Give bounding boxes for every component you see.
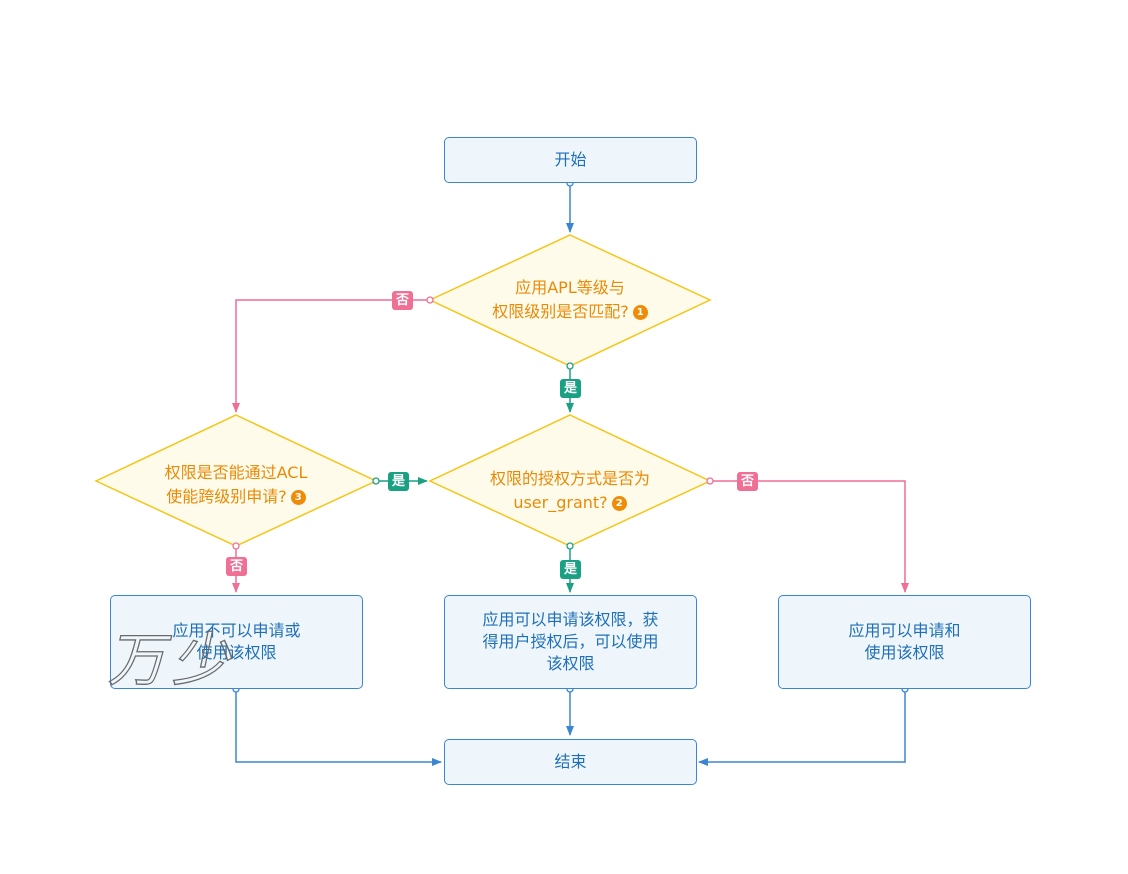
result-cannot-node: 应用不可以申请或 使用该权限 [110,595,363,689]
decision3-line1: 权限是否能通过ACL [164,463,308,482]
decision2-line1: 权限的授权方式是否为 [489,469,650,488]
decision2-line2-wrap: user_grant?2 [513,491,627,515]
tag-decision1-yes: 是 [560,379,581,398]
decision1-line2-wrap: 权限级别是否匹配?1 [492,300,648,324]
decision3-line2-wrap: 使能跨级别申请?3 [166,485,306,509]
decision3-line2: 使能跨级别申请? [166,487,287,506]
result-user-grant-line3: 该权限 [546,654,595,673]
tag-decision3-yes: 是 [388,472,409,491]
edge-decision1-no [232,299,430,413]
result-user-grant-node: 应用可以申请该权限，获 得用户授权后，可以使用 该权限 [444,595,697,689]
decision3-label: 权限是否能通过ACL 使能跨级别申请?3 [126,455,346,515]
tag-decision2-no: 否 [737,472,758,491]
start-node: 开始 [444,137,697,183]
decision2-label: 权限的授权方式是否为 user_grant?2 [460,461,680,521]
decision2-badge: 2 [611,496,627,511]
result-user-grant-line2: 得用户授权后，可以使用 [482,632,659,651]
decision2-line2: user_grant? [513,493,608,512]
tag-decision3-no: 否 [226,557,247,576]
decision1-line1: 应用APL等级与 [515,278,625,297]
edge-cannot-to-end [235,689,442,766]
result-can-node: 应用可以申请和 使用该权限 [778,595,1031,689]
decision1-badge: 1 [632,305,648,320]
edge-can-to-end [698,689,906,766]
tag-decision2-yes: 是 [560,560,581,579]
decision1-label: 应用APL等级与 权限级别是否匹配?1 [460,270,680,330]
decision3-badge: 3 [290,490,306,505]
result-can-line2: 使用该权限 [864,643,945,662]
edge-decision2-no [710,480,909,593]
decision1-line2: 权限级别是否匹配? [492,302,629,321]
tag-decision1-no: 否 [392,291,413,310]
end-node: 结束 [444,739,697,785]
end-node-label: 结束 [554,752,587,771]
watermark: 万少 [104,625,248,694]
result-cannot-line1: 应用不可以申请或 [172,621,301,640]
result-user-grant-line1: 应用可以申请该权限，获 [482,610,659,629]
start-node-label: 开始 [554,150,587,169]
result-cannot-line2: 使用该权限 [196,643,277,662]
result-can-line1: 应用可以申请和 [848,621,961,640]
